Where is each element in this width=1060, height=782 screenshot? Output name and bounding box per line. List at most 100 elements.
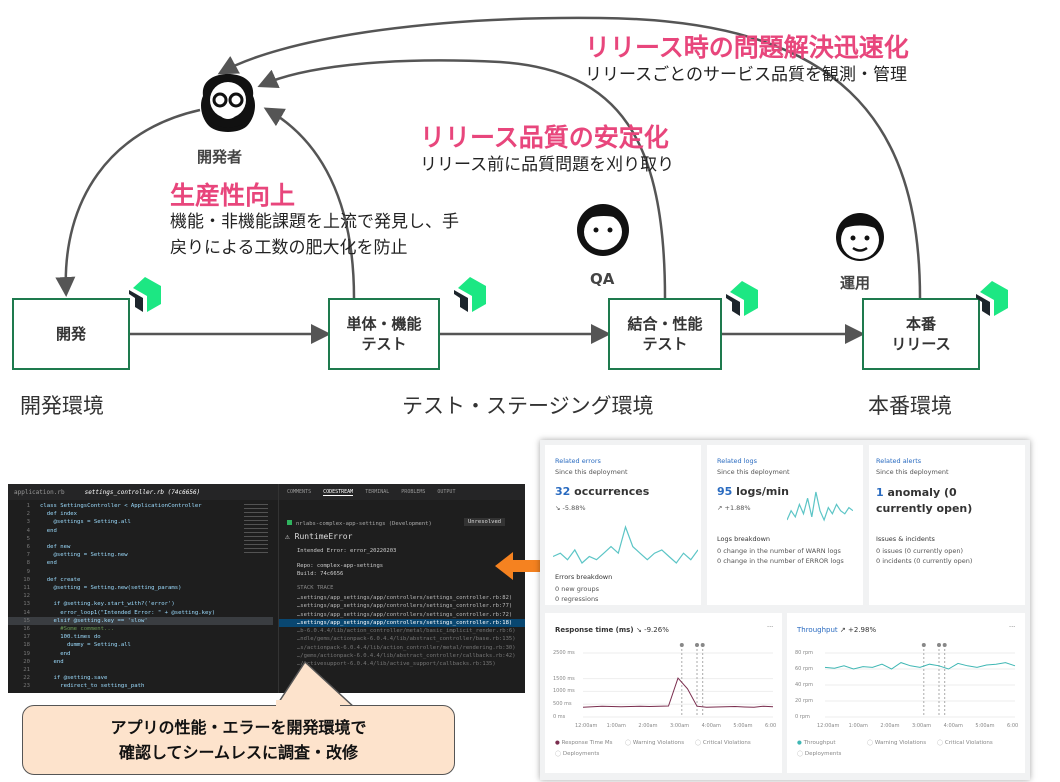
panel-tab-codestream[interactable]: CODESTREAM [323, 488, 354, 496]
role-qa: QA [590, 270, 615, 288]
panel-tab-output[interactable]: OUTPUT [437, 489, 456, 495]
status-dropdown[interactable]: Unresolved [464, 518, 506, 526]
panel-tab-comments[interactable]: COMMENTS [287, 489, 312, 495]
callout-box: アプリの性能・エラーを開発環境で 確認してシームレスに調査・改修 [22, 705, 455, 775]
legend-item[interactable]: ◯ Deployments [797, 751, 841, 757]
more-menu-icon[interactable]: ··· [1009, 623, 1016, 631]
legend-item[interactable]: ● Throughput [797, 740, 836, 746]
flow-arrows [55, 16, 922, 344]
panel-tab-problems[interactable]: PROBLEMS [401, 489, 426, 495]
code-line: 3 @settings = Setting.all [8, 518, 273, 526]
x-tick-label: 2:00am [638, 723, 658, 729]
trend-up-icon: ↗ [717, 504, 725, 512]
related-logs-link[interactable]: Related logs [717, 457, 758, 465]
feedback-arrow-ops [217, 16, 922, 299]
line-number: 23 [23, 683, 30, 690]
stage-release: 本番 リリース [862, 298, 980, 370]
code-text: end [40, 650, 71, 657]
stack-frame[interactable]: …ndle/gems/actionpack-6.0.4.4/lib/abstra… [297, 636, 516, 643]
deployment-dot[interactable] [700, 643, 705, 647]
goal-title-productivity: 生産性向上 [170, 181, 296, 210]
code-line: 15 elsif @setting.key == 'slow' [8, 616, 273, 626]
code-text: 100.times do [40, 634, 101, 641]
logs-error-change: 0 change in the number of ERROR logs [717, 557, 844, 565]
line-number: 2 [26, 511, 30, 518]
line-number: 14 [23, 609, 30, 616]
y-tick-label: 40 rpm [795, 682, 814, 688]
minimap[interactable] [244, 504, 268, 554]
legend-toggle-icon[interactable]: ◯ [937, 740, 945, 746]
editor-tab[interactable]: application.rb [14, 488, 65, 496]
alerts-unit: anomaly (0 currently open) [876, 486, 973, 515]
legend-label: Critical Violations [944, 740, 993, 746]
code-line: 13 if @setting.key.start_with?('error') [8, 600, 273, 608]
legend-toggle-icon[interactable]: ◯ [625, 740, 633, 746]
line-number: 18 [23, 642, 30, 649]
legend-label: Response Time Ms [561, 740, 613, 746]
deployment-dot[interactable] [695, 643, 699, 647]
throughput-chart [824, 643, 1016, 718]
code-line: 23 redirect_to settings_path [8, 682, 273, 690]
legend-toggle-icon[interactable]: ◯ [695, 740, 703, 746]
code-line: 16 #Some comment... [8, 625, 273, 633]
errors-regressions: 0 regressions [555, 595, 599, 603]
legend-label: Warning Violations [632, 740, 685, 746]
legend-toggle-icon[interactable]: ◯ [797, 751, 805, 757]
line-number: 19 [23, 650, 30, 657]
related-errors-link[interactable]: Related errors [555, 457, 601, 465]
stack-frame[interactable]: …/gems/actionpack-6.0.4.4/lib/abstract_c… [297, 653, 516, 660]
legend-item[interactable]: ◯ Critical Violations [937, 740, 993, 746]
code-line: 6 def new [8, 543, 273, 551]
callout-line2: 確認してシームレスに調査・改修 [118, 743, 359, 762]
stack-frame[interactable]: …settings/app_settings/app/controllers/s… [279, 618, 525, 628]
dev-to-dev-arrow [55, 108, 201, 297]
legend-item[interactable]: ◯ Critical Violations [695, 740, 751, 746]
build-label: Build: 74c6656 [297, 571, 344, 577]
logs-rate: 95 [717, 485, 733, 498]
code-text: end [40, 527, 57, 534]
y-tick-label: 0 rpm [795, 714, 810, 720]
code-line: 7 @setting = Setting.new [8, 551, 273, 559]
legend-item[interactable]: ◯ Deployments [555, 751, 599, 757]
stack-frame[interactable]: …s/actionpack-6.0.4.4/lib/action_control… [297, 644, 516, 651]
line-number: 22 [23, 675, 30, 682]
related-alerts-link[interactable]: Related alerts [876, 457, 922, 465]
deployment-dot[interactable] [942, 643, 947, 647]
goal-desc-line1: 機能・非機能課題を上流で発見し、手 [170, 212, 459, 232]
stack-frame[interactable]: …b-6.0.4.4/lib/action_controller/metal/b… [297, 628, 516, 635]
x-tick-label: 6:00 [765, 723, 777, 729]
stack-frame[interactable]: …/activesupport-6.0.4.4/lib/active_suppo… [297, 661, 496, 668]
qa-icon [577, 204, 629, 256]
newrelic-logo-icon [454, 277, 486, 312]
deployment-dot[interactable] [679, 643, 684, 647]
x-tick-label: 5:00am [975, 723, 995, 729]
alerts-count: 1 [876, 486, 884, 499]
stack-frame[interactable]: …settings/app_settings/app/controllers/s… [297, 611, 513, 618]
legend-toggle-icon[interactable]: ◯ [867, 740, 875, 746]
trend-down-icon: ↘ [555, 504, 563, 512]
legend-toggle-icon[interactable]: ◯ [555, 751, 563, 757]
legend-item[interactable]: ◯ Warning Violations [625, 740, 684, 746]
legend-item[interactable]: ● Response Time Ms [555, 740, 613, 746]
x-tick-label: 5:00am [733, 723, 753, 729]
line-number: 21 [23, 667, 30, 674]
editor-tab-active[interactable]: settings_controller.rb (74c6656) [84, 488, 201, 496]
stage-unit-test: 単体・機能 テスト [328, 298, 440, 370]
deployment-dot[interactable] [937, 643, 941, 647]
x-tick-label: 1:00am [606, 723, 626, 729]
errors-breakdown-label: Errors breakdown [555, 573, 613, 581]
stack-frame[interactable]: …settings/app_settings/app/controllers/s… [297, 603, 513, 610]
stack-frame[interactable]: …settings/app_settings/app/controllers/s… [297, 595, 513, 601]
env-production: 本番環境 [868, 394, 952, 418]
deployment-dot[interactable] [921, 643, 926, 647]
goal-desc-quality: リリース前に品質問題を刈り取り [420, 155, 675, 175]
x-tick-label: 1:00am [848, 723, 868, 729]
newrelic-logo-icon [726, 281, 758, 316]
throughput-title[interactable]: Throughput [797, 626, 838, 634]
related-errors-card: Related errors Since this deployment 32 … [545, 445, 701, 605]
panel-tab-terminal[interactable]: TERMINAL [365, 489, 390, 495]
legend-item[interactable]: ◯ Warning Violations [867, 740, 926, 746]
since-label: Since this deployment [717, 468, 790, 476]
more-menu-icon[interactable]: ··· [767, 623, 774, 631]
